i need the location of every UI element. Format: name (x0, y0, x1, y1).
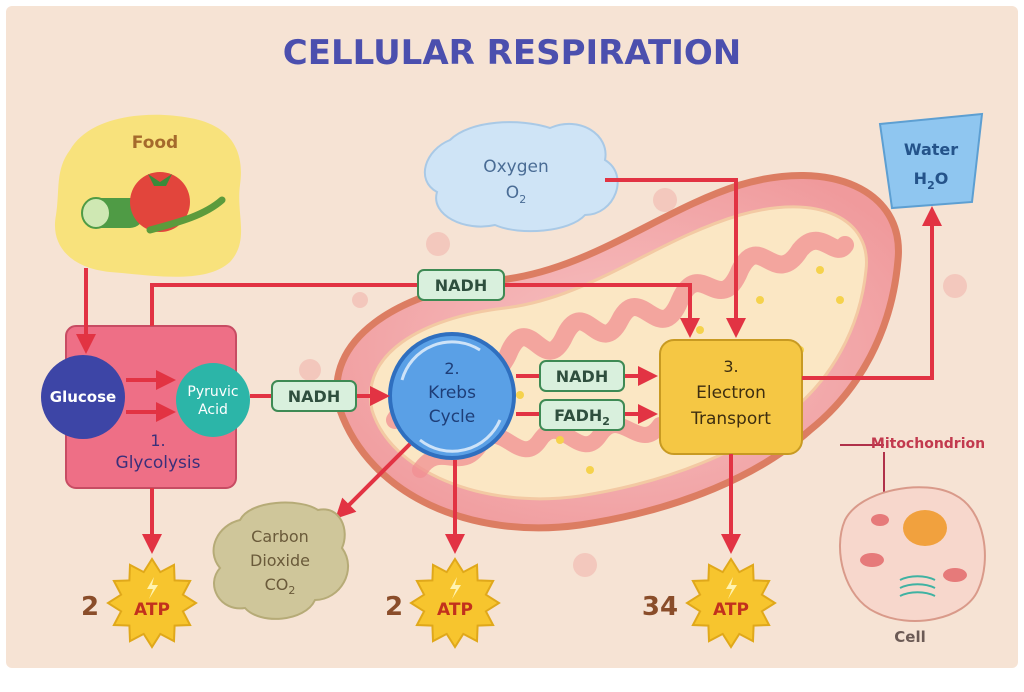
atp-label: ATP (713, 600, 749, 620)
arrow-krebs-to-co2 (335, 442, 412, 519)
carrier-fadh2: FADH2 (539, 399, 625, 431)
atp-output-3: ATP 34 (642, 557, 777, 649)
atp-output-1: ATP 2 (81, 557, 198, 649)
atp-label: ATP (134, 600, 170, 620)
krebs-label-line2: Cycle (429, 407, 475, 427)
pyruvic-label-line1: Pyruvic (187, 384, 238, 400)
svg-text:NADH: NADH (435, 276, 487, 295)
co2-label-line1: Carbon (251, 527, 309, 546)
atp-count: 2 (81, 592, 99, 622)
arrow-oxygen-to-et (605, 178, 746, 338)
carrier-nadh-glycolysis: NADH (271, 380, 357, 412)
atp-output-2: ATP 2 (385, 557, 501, 649)
mitochondrion-label: Mitochondrion (871, 436, 985, 452)
atp-label: ATP (437, 600, 473, 620)
atp-star-icon (106, 557, 198, 649)
glucose-label: Glucose (50, 388, 116, 406)
electron-label-line2: Transport (690, 409, 771, 429)
krebs-step-number: 2. (444, 359, 459, 378)
water-label: Water (904, 140, 958, 159)
atp-count: 34 (642, 592, 678, 622)
svg-text:NADH: NADH (288, 387, 340, 406)
atp-outputs: ATP 2 ATP 2 ATP 34 (81, 557, 777, 649)
svg-text:NADH: NADH (556, 367, 608, 386)
pyruvic-acid-node: Pyruvic Acid (176, 363, 250, 437)
atp-star-icon (685, 557, 777, 649)
oxygen-cloud: Oxygen O2 (423, 121, 619, 233)
cucumber-icon (81, 197, 144, 229)
electron-transport-box: 3. Electron Transport (659, 339, 803, 455)
carrier-nadh-top: NADH (417, 269, 505, 301)
water-formula: H2O (914, 169, 949, 192)
page-title: CELLULAR RESPIRATION (283, 33, 741, 73)
glucose-node: Glucose (41, 355, 125, 439)
lightning-icon (147, 577, 158, 599)
food-label: Food (132, 133, 178, 153)
krebs-label-line1: Krebs (428, 383, 476, 403)
atp-star-icon (409, 557, 501, 649)
arrow-et-to-water (802, 206, 942, 380)
lightning-icon (726, 577, 737, 599)
green-bean-icon (146, 196, 226, 234)
carbon-dioxide-cloud: Carbon Dioxide CO2 (212, 501, 349, 620)
co2-label-line2: Dioxide (250, 551, 310, 570)
carrier-nadh-krebs: NADH (539, 360, 625, 392)
oxygen-formula: O2 (506, 183, 526, 206)
tomato-icon (130, 172, 190, 232)
lightning-icon (450, 577, 461, 599)
cell-label: Cell (894, 628, 925, 646)
pyruvic-label-line2: Acid (198, 402, 228, 418)
electron-label-line1: Electron (696, 383, 766, 403)
glycolysis-label: Glycolysis (116, 453, 201, 473)
food-group: Food (54, 114, 242, 277)
glycolysis-step-number: 1. (150, 431, 165, 450)
oxygen-label: Oxygen (483, 157, 549, 177)
atp-count: 2 (385, 592, 403, 622)
electron-step-number: 3. (723, 357, 738, 376)
krebs-cycle-node: 2. Krebs Cycle (388, 332, 516, 460)
water-cup: Water H2O (878, 112, 984, 210)
svg-text:FADH2: FADH2 (554, 406, 610, 428)
co2-formula: CO2 (265, 575, 296, 597)
cell-illustration (838, 486, 986, 622)
